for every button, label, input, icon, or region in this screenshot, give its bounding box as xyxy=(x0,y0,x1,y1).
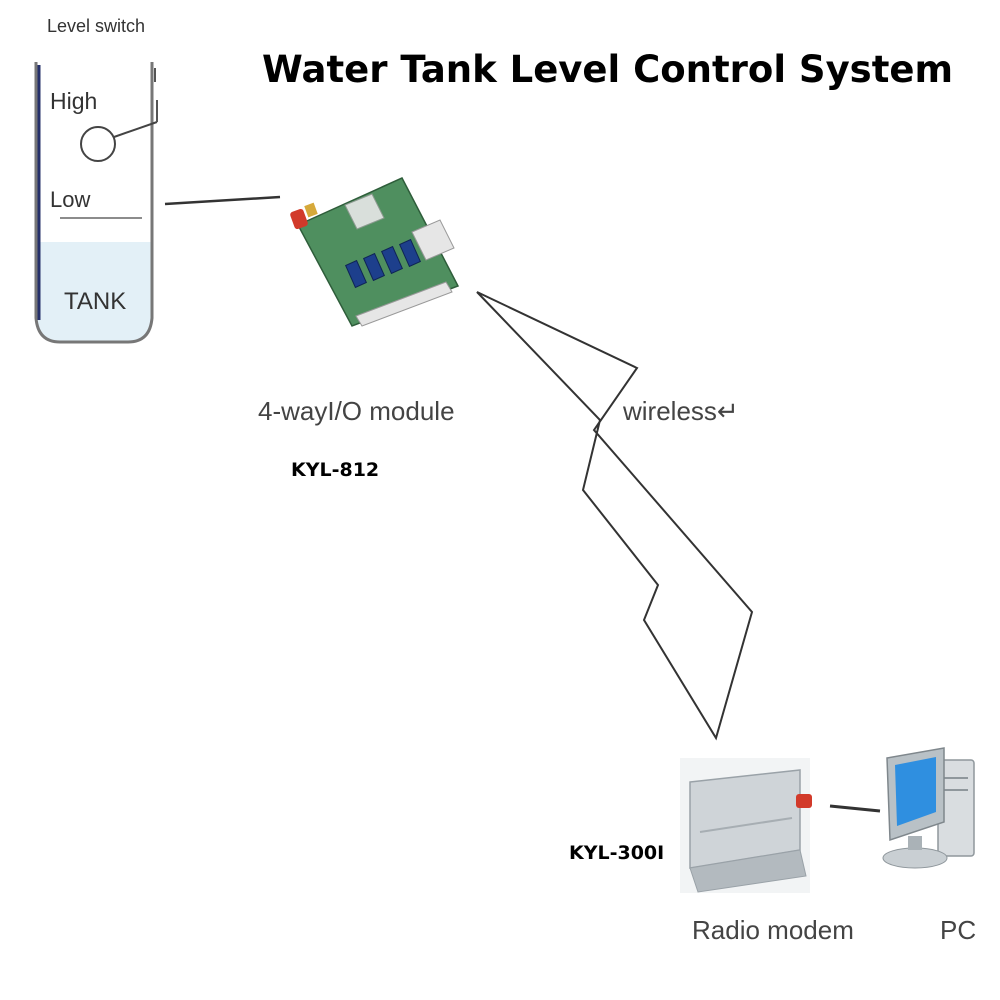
radio-modem-device xyxy=(680,758,812,893)
io-module-board xyxy=(290,177,460,327)
relay-row xyxy=(344,238,422,289)
radio-modem-model: KYL-300I xyxy=(569,842,665,864)
wireless-link-bolt xyxy=(476,291,754,741)
board-pcb xyxy=(296,177,460,327)
antenna-nut xyxy=(304,202,318,218)
modem-groove xyxy=(699,817,793,833)
float-arm xyxy=(113,121,158,138)
water-tank xyxy=(34,62,158,344)
tank-to-module-wire xyxy=(164,195,281,206)
tank-outline xyxy=(34,62,154,344)
modem-to-pc-wire xyxy=(829,804,881,813)
high-level-label: High xyxy=(50,88,98,114)
modem-antenna xyxy=(796,794,812,808)
tank-water xyxy=(36,242,152,342)
pc-keyboard xyxy=(882,847,948,869)
board-shield-chip xyxy=(344,193,385,230)
pc-monitor-screen xyxy=(895,757,936,826)
radio-modem-label: Radio modem xyxy=(692,915,854,945)
terminal-block-bottom xyxy=(355,281,453,327)
pc-label: PC xyxy=(940,915,977,945)
io-module-model: KYL-812 xyxy=(291,459,380,481)
terminal-block-right xyxy=(411,219,455,261)
io-module-label: 4-wayI/O module xyxy=(258,396,455,426)
tank-label: TANK xyxy=(64,288,127,315)
float-ball xyxy=(80,126,116,162)
pc-monitor-stand xyxy=(908,836,922,850)
modem-body-side xyxy=(689,849,807,893)
antenna-connector xyxy=(290,208,308,230)
diagram-title: Water Tank Level Control System xyxy=(262,48,954,91)
pc-computer xyxy=(882,747,975,869)
low-level-label: Low xyxy=(50,187,91,212)
level-switch-label: Level switch xyxy=(47,16,146,36)
wireless-label: wireless↵ xyxy=(623,396,739,426)
